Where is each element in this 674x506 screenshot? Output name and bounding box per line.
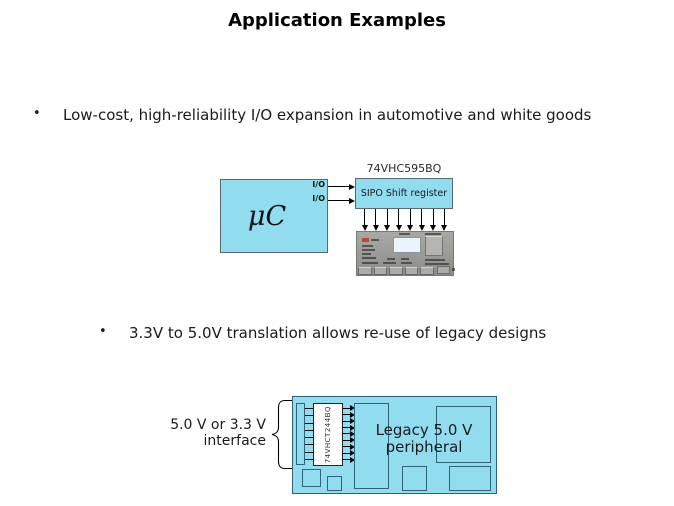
translator-part-number: 74VHCT244BQ bbox=[324, 405, 332, 464]
io-port-label-2: I/O bbox=[312, 194, 325, 203]
bullet-marker: • bbox=[99, 324, 107, 339]
sipo-shift-register-box: SIPO Shift register bbox=[355, 178, 453, 209]
bullet-text-io-expansion: Low-cost, high-reliability I/O expansion… bbox=[63, 106, 592, 124]
pin-line bbox=[305, 429, 314, 431]
down-arrow bbox=[430, 209, 437, 231]
panel-print-detail bbox=[387, 258, 395, 260]
microcontroller-box: μC bbox=[220, 179, 328, 253]
panel-print-detail bbox=[383, 262, 396, 264]
panel-print-detail bbox=[425, 263, 449, 265]
down-arrow bbox=[395, 209, 402, 231]
curly-brace bbox=[271, 399, 292, 470]
board-component-mid bbox=[402, 466, 427, 491]
panel-display-window bbox=[393, 237, 421, 253]
edge-connector bbox=[296, 403, 305, 465]
panel-print-detail bbox=[371, 239, 379, 241]
panel-print-detail bbox=[362, 249, 375, 251]
pin-line bbox=[305, 408, 314, 409]
panel-print-detail bbox=[362, 262, 378, 264]
panel-print-detail bbox=[425, 233, 441, 235]
interface-label-line2: interface bbox=[203, 433, 266, 449]
panel-button bbox=[404, 267, 419, 275]
signal-arrow-2 bbox=[328, 197, 355, 204]
bullet-marker: • bbox=[33, 106, 41, 121]
panel-print-detail bbox=[362, 253, 371, 255]
panel-print-detail bbox=[401, 258, 409, 260]
down-arrow bbox=[372, 209, 379, 231]
down-arrow bbox=[384, 209, 391, 231]
pin-line bbox=[305, 458, 314, 460]
panel-print-detail bbox=[452, 268, 455, 271]
board-component-square-2 bbox=[327, 476, 342, 491]
io-port-label-1: I/O bbox=[312, 180, 325, 189]
panel-small-button bbox=[437, 266, 450, 274]
interface-voltage-label: 5.0 V or 3.3 V interface bbox=[130, 417, 266, 449]
panel-button bbox=[358, 267, 372, 275]
microcontroller-label: μC bbox=[247, 200, 287, 232]
board-title: Legacy 5.0 V peripheral bbox=[359, 422, 489, 456]
board-component-square-1 bbox=[302, 469, 321, 487]
output-arrows bbox=[361, 209, 448, 231]
down-arrow bbox=[441, 209, 448, 231]
board-title-line1: Legacy 5.0 V bbox=[375, 421, 473, 439]
panel-print-detail bbox=[399, 233, 410, 235]
signal-arrow-1 bbox=[328, 183, 355, 190]
board-component-right bbox=[449, 466, 491, 491]
panel-print-detail bbox=[401, 262, 412, 264]
board-ic-tall bbox=[354, 403, 389, 489]
panel-button bbox=[420, 267, 434, 275]
panel-led-indicator bbox=[362, 238, 369, 242]
bullet-text-translation: 3.3V to 5.0V translation allows re-use o… bbox=[129, 324, 547, 342]
legacy-peripheral-board: 74VHCT244BQ Legacy 5.0 V peripheral bbox=[292, 396, 497, 494]
bullet-item-2: • 3.3V to 5.0V translation allows re-use… bbox=[99, 324, 639, 342]
appliance-control-panel-photo bbox=[356, 231, 455, 276]
pin-line bbox=[305, 422, 314, 424]
board-title-line2: peripheral bbox=[385, 438, 463, 456]
pin-line bbox=[305, 437, 314, 439]
panel-selector-button bbox=[425, 236, 443, 256]
shift-register-part-number: 74VHC595BQ bbox=[366, 162, 442, 175]
panel-button-row bbox=[358, 267, 434, 275]
down-arrow bbox=[361, 209, 368, 231]
board-ic-large bbox=[436, 406, 491, 463]
bullet-item-1: • Low-cost, high-reliability I/O expansi… bbox=[33, 106, 653, 124]
level-translator-chip: 74VHCT244BQ bbox=[313, 403, 343, 466]
sipo-box-label: SIPO Shift register bbox=[360, 188, 448, 199]
panel-print-detail bbox=[362, 257, 376, 259]
pin-line bbox=[305, 415, 314, 417]
pin-line bbox=[305, 451, 314, 453]
interface-label-line1: 5.0 V or 3.3 V bbox=[170, 417, 266, 433]
panel-print-detail bbox=[362, 245, 373, 247]
down-arrow bbox=[418, 209, 425, 231]
pin-line bbox=[305, 444, 314, 446]
down-arrow bbox=[407, 209, 414, 231]
connector-pins bbox=[305, 408, 314, 460]
panel-print-detail bbox=[425, 259, 445, 261]
panel-button bbox=[373, 267, 388, 275]
slide-title: Application Examples bbox=[228, 10, 446, 31]
panel-button bbox=[389, 267, 403, 275]
